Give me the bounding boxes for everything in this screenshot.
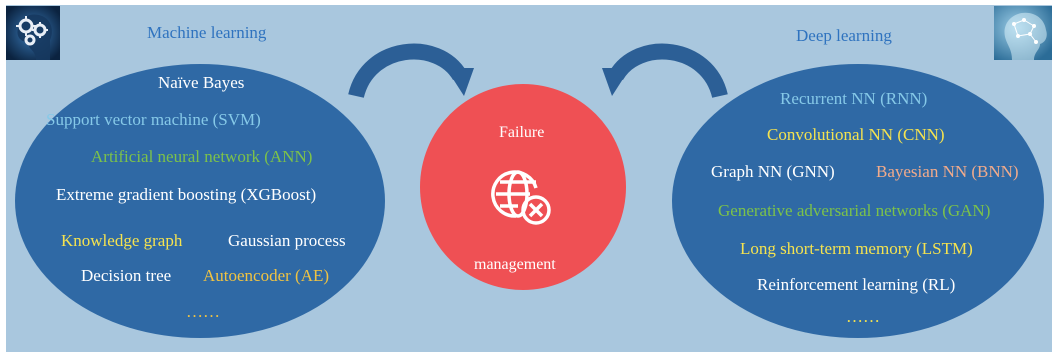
list-item: Knowledge graph <box>61 231 183 250</box>
ai-brain-gears-icon <box>6 6 60 60</box>
center-label-top: Failure <box>499 124 545 141</box>
curved-arrow-icon <box>602 43 728 99</box>
list-item: Decision tree <box>81 266 172 285</box>
machine-learning-title: Machine learning <box>147 23 267 42</box>
list-item: Artificial neural network (ANN) <box>91 147 313 166</box>
globe-error-icon <box>491 170 551 225</box>
machine-learning-ellipse <box>15 64 385 338</box>
deep-learning-ellipse <box>672 64 1044 338</box>
list-item: Generative adversarial networks (GAN) <box>718 201 991 220</box>
list-item: Reinforcement learning (RL) <box>757 275 956 294</box>
list-item: Recurrent NN (RNN) <box>780 89 928 108</box>
curved-arrow-icon <box>348 43 474 99</box>
list-item: Autoencoder (AE) <box>203 266 330 285</box>
ellipsis: …… <box>186 302 220 321</box>
list-item: Naïve Bayes <box>158 73 245 92</box>
list-item: Bayesian NN (BNN) <box>876 162 1019 181</box>
list-item: Gaussian process <box>228 231 346 250</box>
center-label-bottom: management <box>474 256 556 273</box>
list-item: Convolutional NN (CNN) <box>767 125 945 144</box>
list-item: Graph NN (GNN) <box>711 162 835 181</box>
deep-learning-title: Deep learning <box>796 26 892 45</box>
ellipsis: …… <box>846 307 880 326</box>
list-item: Support vector machine (SVM) <box>46 110 261 129</box>
failure-management-circle <box>420 84 626 290</box>
ai-brain-circuit-icon <box>994 6 1052 60</box>
list-item: Extreme gradient boosting (XGBoost) <box>56 185 317 204</box>
list-item: Long short-term memory (LSTM) <box>740 239 973 258</box>
